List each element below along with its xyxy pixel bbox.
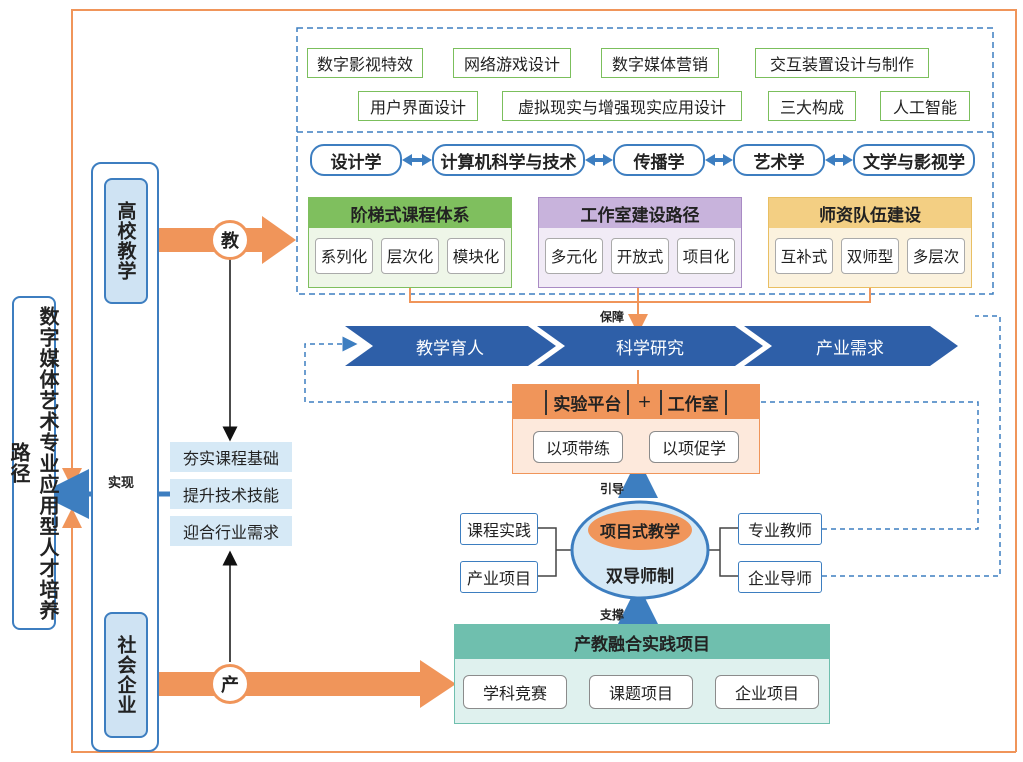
- pillar-item: 层次化: [381, 238, 439, 274]
- chevron-label: 产业需求: [816, 338, 884, 359]
- course-tag: 交互装置设计与制作: [755, 48, 929, 78]
- outer-frame-bottom: [71, 525, 1016, 753]
- pillar-item: 项目化: [677, 238, 735, 274]
- discipline-design: 设计学: [310, 144, 402, 176]
- pillar-curriculum: 阶梯式课程体系 系列化 层次化 模块化: [308, 197, 512, 288]
- pillar-item: 双师型: [841, 238, 899, 274]
- pillar-studio: 工作室建设路径 多元化 开放式 项目化: [538, 197, 742, 288]
- platform-left: 实验平台: [545, 389, 630, 415]
- pillar-item: 开放式: [611, 238, 669, 274]
- course-tag: 数字影视特效: [307, 48, 423, 78]
- guarantee-label: 保障: [600, 310, 625, 324]
- discipline-art: 艺术学: [733, 144, 825, 176]
- chevron-2: [537, 326, 763, 366]
- top-region-border: [296, 27, 994, 295]
- platform-item: 以项促学: [649, 431, 739, 463]
- input-enterprise-mentor: 企业导师: [738, 561, 822, 593]
- pillar-title: 阶梯式课程体系: [309, 198, 511, 228]
- input-course-practice: 课程实践: [460, 513, 538, 545]
- produce-circle: 产: [210, 664, 250, 704]
- chevron-label: 教学育人: [416, 338, 484, 359]
- core-inner-ellipse: [588, 510, 692, 550]
- course-tag: 三大构成: [768, 91, 856, 121]
- guide-label: 引导: [600, 482, 625, 496]
- outcome-1: 夯实课程基础: [170, 442, 292, 472]
- input-professional-teacher: 专业教师: [738, 513, 822, 545]
- pillar-item: 模块化: [447, 238, 505, 274]
- pillar-faculty: 师资队伍建设 互补式 双师型 多层次: [768, 197, 972, 288]
- practice-item: 课题项目: [589, 675, 693, 709]
- course-tag: 数字媒体营销: [601, 48, 719, 78]
- course-tag: 人工智能: [880, 91, 970, 121]
- university-label: 高校教学: [114, 201, 137, 281]
- chevron-3: [744, 326, 958, 366]
- enterprise-box: 社会企业: [104, 612, 148, 738]
- pillar-item: 多元化: [545, 238, 603, 274]
- practice-item: 学科竞赛: [463, 675, 567, 709]
- teach-circle: 教: [210, 220, 250, 260]
- input-industry-project: 产业项目: [460, 561, 538, 593]
- platform-right: 工作室: [659, 389, 727, 415]
- outcome-2: 提升技术技能: [170, 479, 292, 509]
- discipline-links: [402, 154, 853, 166]
- realize-label: 实现: [108, 476, 135, 491]
- enterprise-label: 社会企业: [114, 635, 137, 715]
- pillar-item: 多层次: [907, 238, 965, 274]
- produce-arrow: [158, 660, 456, 708]
- platform-header: 实验平台 + 工作室: [513, 385, 759, 419]
- core-inner-label: 项目式教学: [599, 522, 680, 541]
- discipline-literature-film: 文学与影视学: [853, 144, 975, 176]
- pillar-item: 互补式: [775, 238, 833, 274]
- platform-box: 实验平台 + 工作室 以项带练 以项促学: [512, 384, 760, 474]
- platform-item: 以项带练: [533, 431, 623, 463]
- chevron-1: [345, 326, 556, 366]
- discipline-cs: 计算机科学与技术: [432, 144, 585, 176]
- course-tag: 虚拟现实与增强现实应用设计: [502, 91, 742, 121]
- chevron-label: 科学研究: [616, 338, 684, 359]
- practice-title: 产教融合实践项目: [455, 625, 829, 659]
- practice-item: 企业项目: [715, 675, 819, 709]
- course-tag: 网络游戏设计: [453, 48, 571, 78]
- left-title-box: 数字媒体艺术专业应用型人才培养路径: [7, 296, 60, 630]
- support-label: 支撑: [600, 608, 625, 622]
- core-outer-label: 双导师制: [606, 566, 674, 587]
- pillar-title: 师资队伍建设: [769, 198, 971, 228]
- outcome-3: 迎合行业需求: [170, 516, 292, 546]
- discipline-communication: 传播学: [613, 144, 705, 176]
- pillar-item: 系列化: [315, 238, 373, 274]
- outer-frame-line: [71, 9, 1017, 752]
- frame-arrow-top: [62, 468, 82, 488]
- frame-arrow-bottom: [62, 508, 82, 528]
- course-tag: 用户界面设计: [358, 91, 478, 121]
- platform-plus: +: [637, 392, 652, 412]
- practice-box: 产教融合实践项目 学科竞赛 课题项目 企业项目: [454, 624, 830, 724]
- pillar-title: 工作室建设路径: [539, 198, 741, 228]
- left-title: 数字媒体艺术专业应用型人才培养路径: [7, 305, 60, 621]
- university-box: 高校教学: [104, 178, 148, 304]
